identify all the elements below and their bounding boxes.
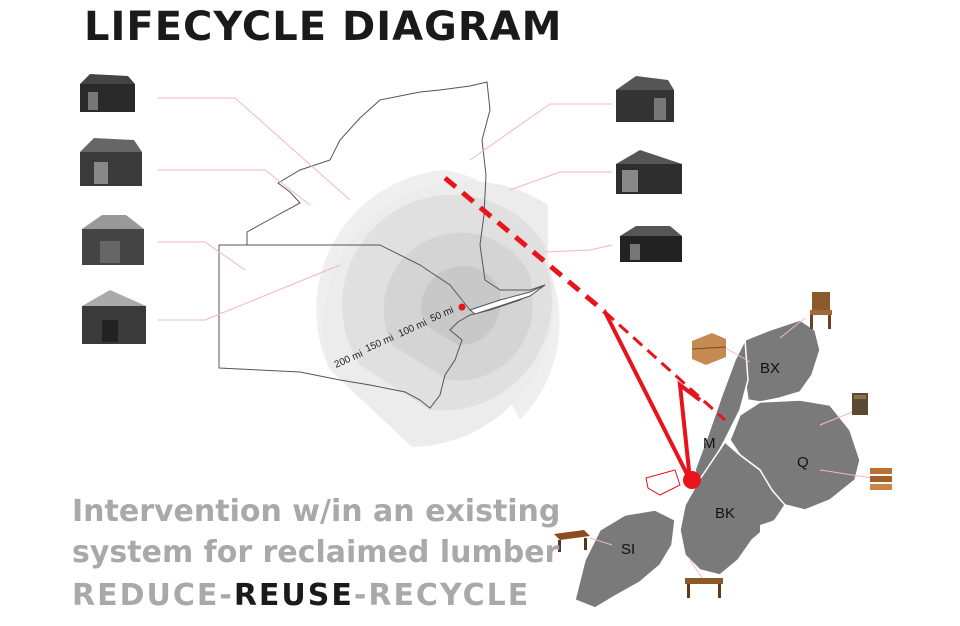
barn-leader-lines — [158, 97, 613, 321]
borough-staten-island — [574, 509, 676, 609]
radius-rings — [316, 170, 560, 447]
borough-label-si: SI — [621, 541, 635, 558]
barn-photo-left-4 — [82, 290, 146, 344]
diagram-title: LIFECYCLE DIAGRAM — [84, 4, 563, 50]
bench-icon — [554, 530, 590, 552]
tagline-reuse: REUSE — [233, 578, 354, 613]
nyc-boroughs — [574, 319, 861, 609]
long-island — [468, 284, 546, 315]
chair-icon — [810, 292, 832, 329]
origin-marker — [458, 303, 466, 311]
barn-photo-left-3 — [82, 215, 144, 265]
tagline-line-3: REDUCE-REUSE-RECYCLE — [72, 578, 530, 613]
borough-label-bx: BX — [760, 360, 780, 377]
barn-photo-right-2 — [616, 150, 682, 194]
crate-icon — [691, 333, 727, 365]
borough-label-m: M — [703, 435, 716, 452]
jamaica-bay — [760, 515, 830, 550]
site-outline — [645, 469, 681, 496]
tagline-reduce: REDUCE- — [72, 578, 234, 613]
borough-label-bk: BK — [715, 505, 735, 522]
destination-marker — [683, 471, 701, 489]
tagline-recycle: -RECYCLE — [353, 578, 531, 613]
lumber-route — [443, 176, 727, 496]
tagline-line-2: system for reclaimed lumber — [72, 535, 560, 570]
barn-photo-left-1 — [80, 74, 135, 112]
furniture-leader-lines — [589, 317, 873, 583]
barn-photo-left-2 — [80, 138, 142, 186]
stool-icon — [852, 393, 868, 415]
tagline-line-1: Intervention w/in an existing — [72, 494, 561, 529]
borough-queens — [729, 399, 861, 511]
state-border-line — [247, 244, 471, 311]
state-outline — [218, 81, 546, 409]
shelf-icon — [870, 468, 892, 490]
barn-photo-right-1 — [616, 76, 674, 122]
borough-label-q: Q — [797, 454, 809, 471]
borough-brooklyn — [679, 440, 786, 576]
borough-bronx — [744, 319, 821, 403]
barn-photo-right-3 — [620, 226, 682, 262]
table-icon — [685, 578, 723, 598]
